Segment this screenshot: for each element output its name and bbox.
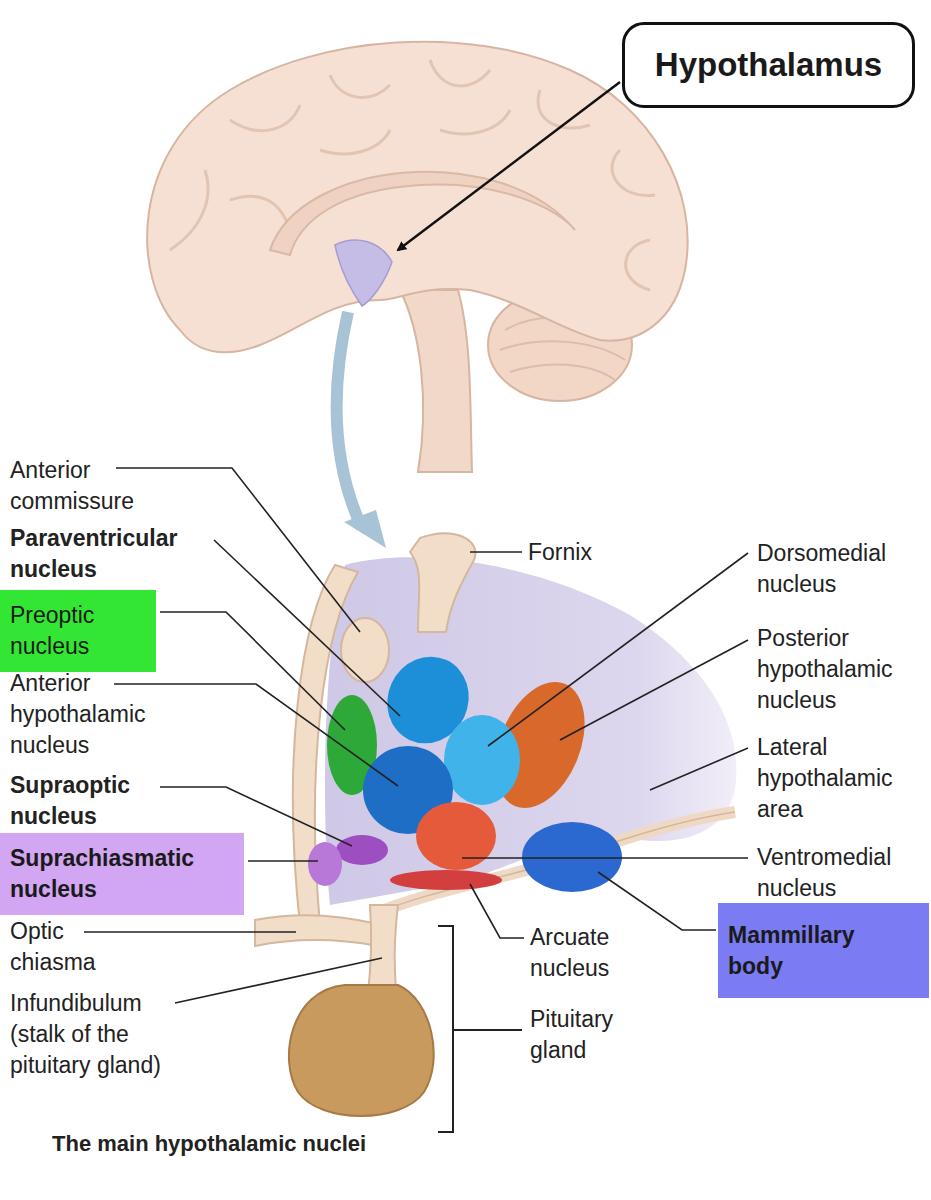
optic-chiasma-shape	[255, 915, 378, 946]
mammillary-body-shape	[522, 822, 622, 892]
corpus-callosum	[270, 172, 575, 255]
box-text: Mammillary body	[728, 920, 888, 982]
leader-line	[560, 640, 748, 740]
suprachiasmatic-nucleus-shape	[308, 842, 342, 886]
fornix-shape	[410, 534, 475, 632]
part-label: Fornix	[528, 537, 648, 568]
part-label: Dorsomedial nucleus	[757, 538, 922, 600]
leader-line	[114, 684, 398, 786]
pituitary-bracket	[438, 926, 522, 1132]
enlarged-hypothalamus	[255, 534, 736, 1132]
brain-drawing	[147, 42, 687, 548]
dorsomedial-nucleus-shape	[444, 715, 520, 805]
leader-line	[598, 872, 716, 930]
part-label: Optic chiasma	[10, 916, 110, 978]
leader-line	[248, 860, 318, 862]
gyri	[170, 60, 655, 290]
zoom-arrow	[337, 312, 362, 528]
hypothalamus-area	[325, 557, 736, 905]
highlight-box: Preoptic nucleus	[0, 590, 156, 672]
part-label: Paraventricular nucleus	[10, 523, 210, 585]
infundibulum-shape	[368, 905, 398, 992]
cerebrum	[147, 42, 687, 353]
box-text: Hypothalamus	[655, 46, 882, 84]
box-text: Suprachiasmatic nucleus	[10, 843, 215, 905]
highlight-box: Mammillary body	[718, 903, 929, 998]
box-text: Preoptic nucleus	[10, 600, 130, 662]
highlight-box: Suprachiasmatic nucleus	[0, 833, 244, 915]
pointer-arrow	[398, 82, 620, 250]
anterior-commissure-shape	[341, 618, 389, 682]
part-label: Supraoptic nucleus	[10, 770, 170, 832]
leader-line	[488, 553, 748, 746]
part-label: Anterior hypothalamic nucleus	[10, 668, 160, 761]
supraoptic-nucleus-shape	[336, 835, 388, 865]
part-label: Arcuate nucleus	[530, 922, 645, 984]
caption: The main hypothalamic nuclei	[52, 1128, 366, 1159]
part-label: Anterior commissure	[10, 455, 170, 517]
leader-lines	[84, 468, 748, 1003]
hypothalamus-region	[335, 240, 392, 306]
zoom-arrowhead	[344, 510, 386, 548]
arcuate-nucleus-shape	[390, 870, 502, 890]
leader-line	[175, 958, 382, 1003]
part-label: Posterior hypothalamic nucleus	[757, 623, 922, 716]
part-label: Lateral hypothalamic area	[757, 732, 907, 825]
leader-line	[650, 748, 748, 790]
leader-line	[160, 612, 345, 730]
part-label: Ventromedial nucleus	[757, 842, 922, 904]
leader-line	[470, 884, 524, 938]
part-label: Infundibulum (stalk of the pituitary gla…	[10, 988, 190, 1081]
leader-line	[470, 551, 522, 553]
leader-line	[462, 857, 748, 859]
part-label: Pituitary gland	[530, 1004, 645, 1066]
ventromedial-nucleus-shape	[416, 802, 496, 870]
leader-line	[84, 931, 296, 933]
brainstem	[400, 290, 472, 472]
pituitary-shape	[289, 985, 434, 1116]
title-box: Hypothalamus	[622, 22, 915, 108]
